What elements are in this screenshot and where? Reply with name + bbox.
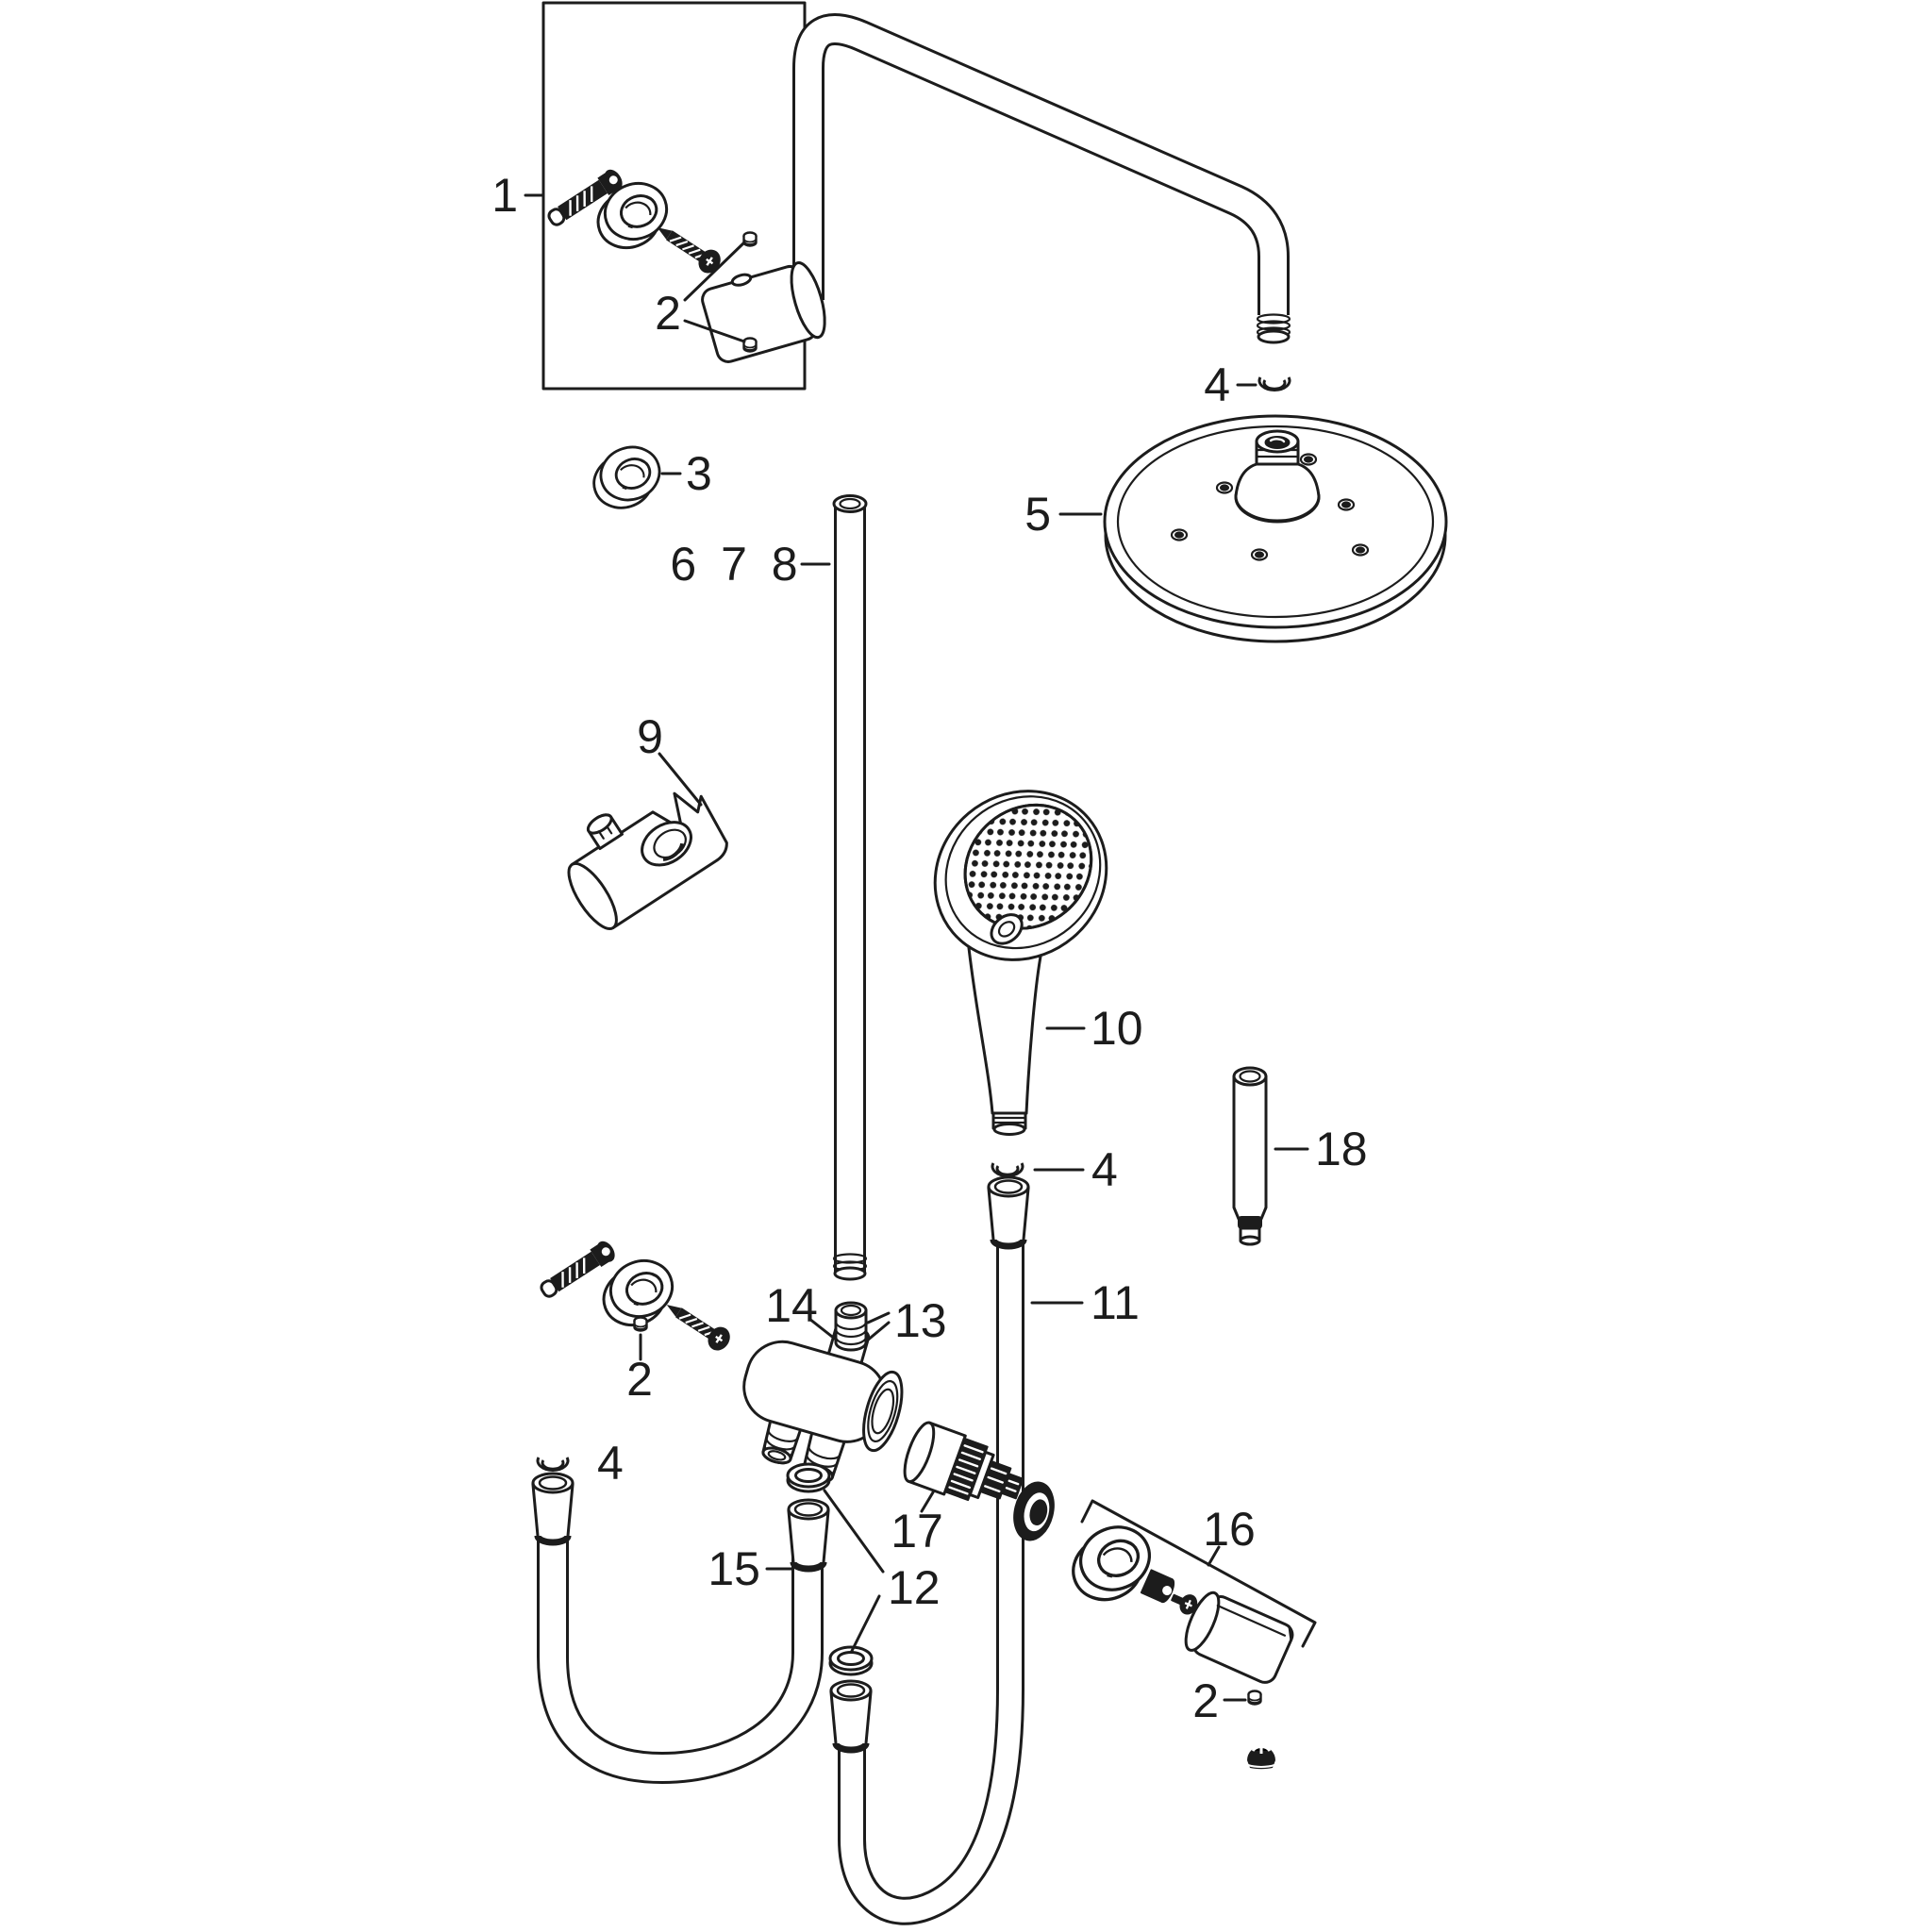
label-part17: 17 <box>891 1505 943 1557</box>
label-part4-mid: 4 <box>1091 1143 1118 1196</box>
label-part3: 3 <box>686 447 712 500</box>
wall-bracket <box>701 260 826 363</box>
label-part5: 5 <box>1024 488 1051 541</box>
leader-lines <box>524 193 1309 1702</box>
label-part11: 11 <box>1091 1276 1140 1329</box>
set-screw-top-2 <box>742 337 758 353</box>
label-part4-left: 4 <box>597 1437 624 1490</box>
label-part12: 12 <box>888 1561 941 1614</box>
label-part14: 14 <box>765 1279 818 1332</box>
nozzle-dots <box>1170 453 1370 561</box>
label-part10: 10 <box>1091 1002 1143 1055</box>
label-part2-top: 2 <box>655 287 681 340</box>
seal-ring-left <box>536 1456 570 1472</box>
part16-group <box>1059 1499 1317 1684</box>
seal-ring-top <box>1257 375 1291 391</box>
label-part4-top: 4 <box>1204 358 1230 411</box>
supply-hose-15 <box>533 1474 828 1784</box>
hand-shower <box>933 790 1108 1136</box>
screw-mid <box>658 1293 736 1357</box>
hand-shower-head <box>933 790 1108 961</box>
overhead-shower <box>1103 414 1448 643</box>
extension-pipe-18 <box>1232 1066 1268 1246</box>
cartridge-nut <box>1013 1481 1055 1541</box>
set-screw-bottom <box>1247 1690 1262 1706</box>
set-screw-mid <box>633 1316 648 1332</box>
arm-thread-end <box>1256 313 1291 344</box>
hand-shower-threads <box>991 1111 1027 1136</box>
part-labels: 1 2 3 4 5 6 7 8 9 10 4 18 11 14 13 2 4 1… <box>491 169 1367 1727</box>
label-part678: 6 7 8 <box>670 538 803 591</box>
seal-ring-handshower <box>991 1161 1024 1177</box>
rail-thread-end <box>832 1253 868 1281</box>
label-part1: 1 <box>491 169 518 222</box>
label-part13: 13 <box>894 1294 947 1347</box>
set-screw-top-1 <box>742 231 758 247</box>
slider-knob <box>586 813 624 851</box>
nipple-13-14 <box>834 1301 868 1352</box>
slider-holder <box>567 791 728 930</box>
label-part2-mid: 2 <box>626 1353 653 1406</box>
label-part18: 18 <box>1315 1123 1368 1175</box>
label-part2-bottom: 2 <box>1192 1674 1219 1727</box>
cartridge-17 <box>903 1421 1024 1502</box>
adapter-16 <box>1140 1569 1175 1604</box>
riser-rail <box>832 494 868 1281</box>
label-part9: 9 <box>637 710 663 763</box>
ring-part3 <box>584 438 670 517</box>
label-part16: 16 <box>1203 1503 1256 1556</box>
label-part15: 15 <box>708 1542 760 1595</box>
handle-16 <box>1184 1591 1294 1684</box>
washer-12a <box>786 1462 831 1493</box>
cap-nut-bottom <box>1245 1742 1277 1771</box>
shower-arm <box>792 13 1291 344</box>
shower-hose-11 <box>831 1177 1028 1925</box>
